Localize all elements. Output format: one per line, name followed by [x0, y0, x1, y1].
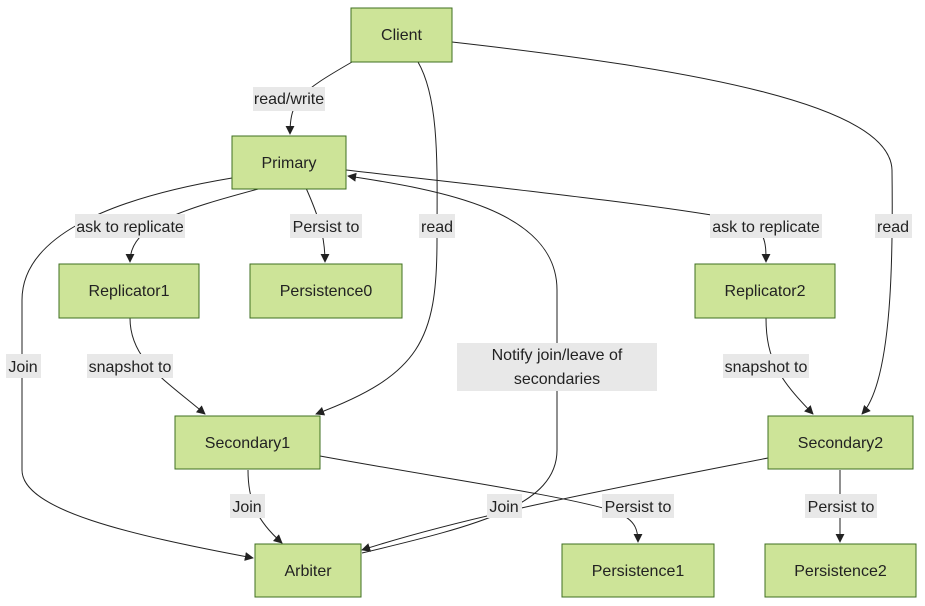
edge-label-client-secondary1-text: read [421, 219, 453, 236]
edge-label-secondary1-arbiter-text: Join [232, 499, 261, 516]
nodes: Client Primary Replicator1 Persistence0 … [58, 7, 917, 598]
node-persistence0-label: Persistence0 [280, 283, 373, 300]
edge-label-client-secondary2: read [875, 214, 912, 238]
node-secondary2-label: Secondary2 [798, 435, 883, 452]
edge-label-primary-replicator1: ask to replicate [75, 214, 185, 238]
node-arbiter-label: Arbiter [284, 563, 332, 580]
edge-label-replicator1-secondary1-text: snapshot to [89, 359, 172, 376]
node-primary[interactable]: Primary [231, 135, 347, 190]
edge-label-replicator2-secondary2-text: snapshot to [725, 359, 808, 376]
edge-label-primary-replicator2: ask to replicate [710, 214, 822, 238]
edge-label-client-secondary1: read [419, 214, 455, 238]
edge-label-secondary2-persistence2-text: Persist to [808, 499, 875, 516]
node-persistence1[interactable]: Persistence1 [561, 543, 715, 598]
edge-label-secondary2-persistence2: Persist to [805, 494, 877, 518]
edge-label-arbiter-primary: Notify join/leave of secondaries [457, 343, 657, 391]
edge-primary-arbiter [21, 177, 254, 561]
edge-label-secondary1-persistence1-text: Persist to [605, 499, 672, 516]
node-secondary2[interactable]: Secondary2 [767, 415, 914, 470]
edge-label-replicator1-secondary1: snapshot to [87, 354, 173, 378]
edge-label-secondary2-arbiter-text: Join [489, 499, 518, 516]
edge-client-secondary2 [451, 41, 893, 415]
node-replicator1-label: Replicator1 [89, 283, 170, 300]
edge-label-replicator2-secondary2: snapshot to [723, 354, 809, 378]
node-primary-label: Primary [261, 155, 316, 172]
edge-labels: read/write ask to replicate Persist to r… [6, 87, 912, 518]
edge-label-arbiter-primary-line2: secondaries [514, 371, 600, 388]
edge-primary-replicator2 [345, 169, 771, 263]
node-replicator2-label: Replicator2 [725, 283, 806, 300]
node-replicator2[interactable]: Replicator2 [694, 263, 836, 319]
edge-label-client-primary: read/write [253, 87, 325, 111]
edge-label-primary-persistence0: Persist to [290, 214, 362, 238]
node-persistence2-label: Persistence2 [794, 563, 887, 580]
edge-label-client-primary-text: read/write [254, 91, 324, 108]
edge-secondary1-persistence1 [319, 455, 643, 543]
node-persistence2[interactable]: Persistence2 [764, 543, 917, 598]
edge-label-client-secondary2-text: read [877, 219, 909, 236]
edge-label-secondary1-persistence1: Persist to [602, 494, 674, 518]
edge-label-primary-arbiter: Join [6, 354, 41, 378]
edge-arbiter-primary [347, 172, 558, 554]
node-persistence0[interactable]: Persistence0 [249, 263, 403, 319]
node-persistence1-label: Persistence1 [592, 563, 685, 580]
node-client[interactable]: Client [350, 7, 453, 63]
edge-label-secondary1-arbiter: Join [230, 494, 265, 518]
edge-label-primary-arbiter-text: Join [8, 359, 37, 376]
node-client-label: Client [381, 27, 422, 44]
edge-label-primary-replicator2-text: ask to replicate [712, 219, 820, 236]
edge-label-primary-persistence0-text: Persist to [293, 219, 360, 236]
edge-label-secondary2-arbiter: Join [487, 494, 522, 518]
node-replicator1[interactable]: Replicator1 [58, 263, 200, 319]
edge-label-primary-replicator1-text: ask to replicate [76, 219, 184, 236]
node-arbiter[interactable]: Arbiter [254, 543, 362, 598]
edge-label-arbiter-primary-line1: Notify join/leave of [492, 347, 623, 364]
node-secondary1-label: Secondary1 [205, 435, 290, 452]
edge-client-secondary1 [315, 61, 438, 416]
edge-secondary2-arbiter [361, 457, 769, 552]
node-secondary1[interactable]: Secondary1 [174, 415, 321, 470]
